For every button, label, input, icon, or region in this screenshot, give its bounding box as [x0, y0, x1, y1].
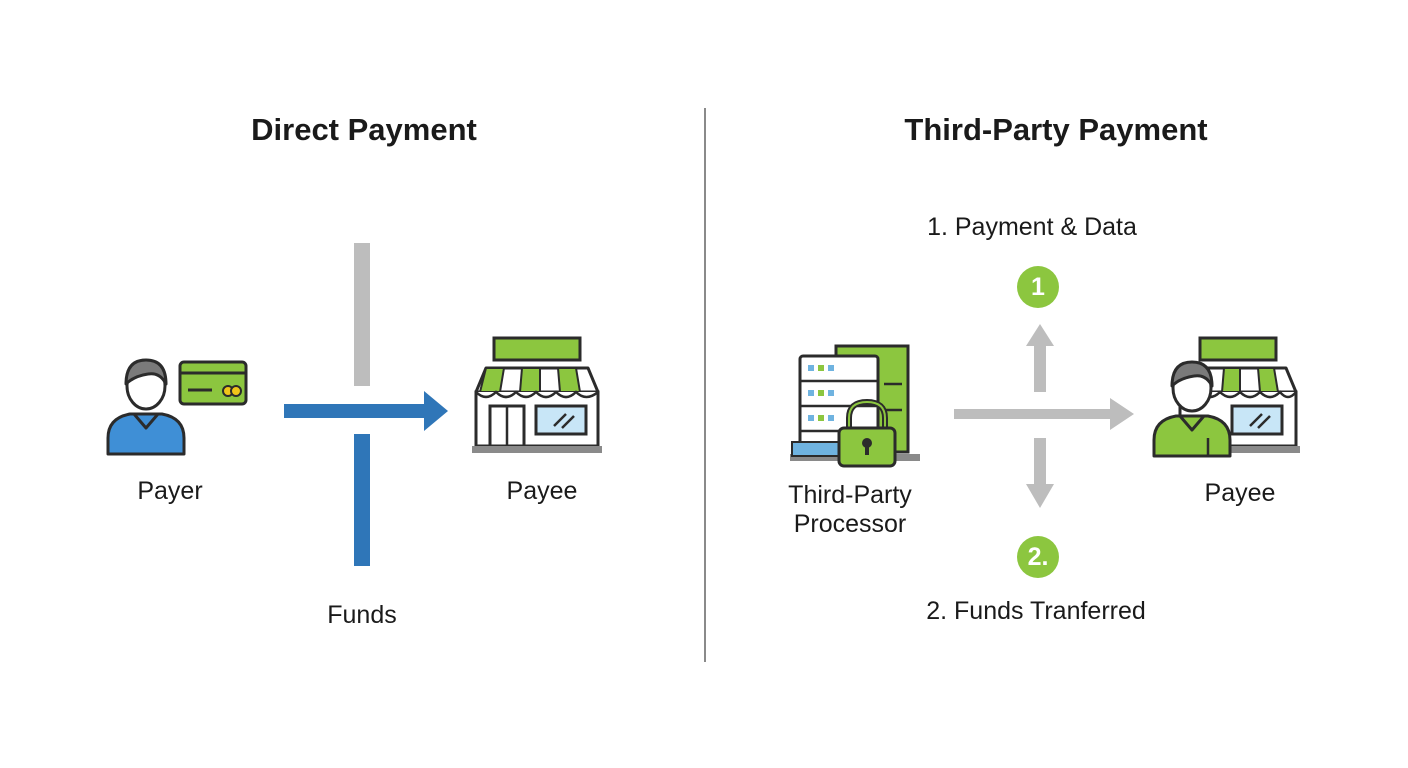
step2-label: 2. Funds Tranferred [926, 597, 1146, 625]
funds-label: Funds [327, 601, 397, 629]
third-party-payment-title: Third-Party Payment [904, 112, 1208, 147]
right-arrow [954, 398, 1134, 430]
blue-payment-arrow [284, 391, 448, 431]
payer-label: Payer [137, 477, 203, 505]
section-divider [704, 108, 706, 662]
payer-person-icon [106, 358, 186, 456]
blue-funds-bar [354, 434, 370, 566]
payee-person-icon [1152, 360, 1232, 458]
step1-badge: 1 [1017, 266, 1059, 308]
direct-payment-title: Direct Payment [251, 112, 477, 147]
up-arrow [1026, 324, 1054, 392]
down-arrow [1026, 438, 1054, 508]
third-party-payee-label: Payee [1204, 479, 1276, 507]
storefront-icon [472, 336, 602, 453]
step1-label: 1. Payment & Data [927, 213, 1137, 241]
credit-card-icon [178, 360, 248, 406]
step2-badge: 2. [1017, 536, 1059, 578]
processor-label-line2: Processor [793, 510, 907, 538]
processor-label-line1: Third-Party [788, 481, 912, 509]
direct-payee-label: Payee [506, 477, 578, 505]
gray-vertical-bar [354, 243, 370, 386]
padlock-icon [837, 398, 897, 468]
